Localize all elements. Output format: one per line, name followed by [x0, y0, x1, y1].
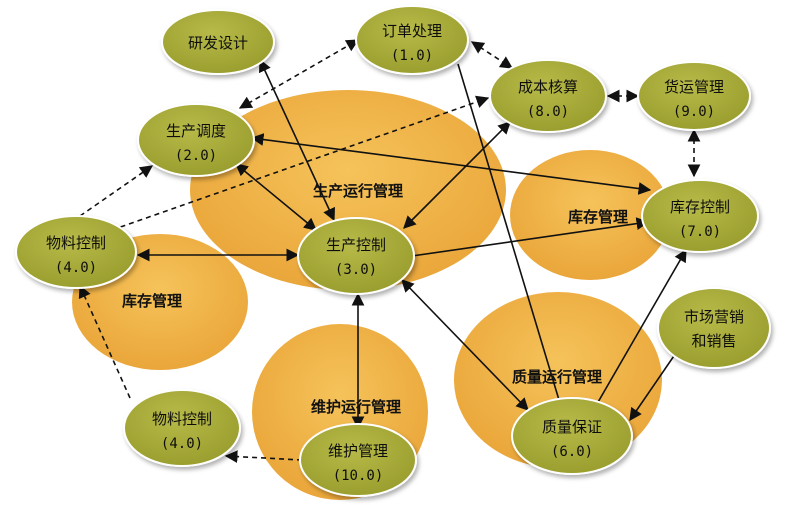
arrow-prodcontrol-cost [403, 121, 511, 229]
arrow-inventory-quality [589, 248, 687, 418]
node-number: (6.0) [551, 444, 593, 460]
node-label: 成本核算 [518, 78, 578, 96]
node-quality-assurance[interactable]: 质量保证 (6.0) [511, 397, 633, 475]
arrow-scheduling-prodcontrol [235, 163, 317, 231]
node-number: (4.0) [55, 260, 97, 276]
node-label: 研发设计 [188, 34, 248, 52]
zone-label-quality-ops: 质量运行管理 [512, 368, 602, 386]
arrow-material-scheduling [79, 165, 154, 217]
arrow-marketing-quality [629, 349, 679, 422]
node-production-control[interactable]: 生产控制 (3.0) [297, 217, 415, 295]
node-label: 维护管理 [328, 442, 388, 460]
node-order-processing[interactable]: 订单处理 (1.0) [355, 5, 469, 75]
arrow-material-bottom-top [78, 284, 131, 399]
node-number: (9.0) [673, 104, 715, 120]
zone-label-warehouse-left: 库存管理 [122, 292, 182, 310]
arrow-prodcontrol-inventory [411, 217, 650, 257]
node-inventory-control[interactable]: 库存控制 (7.0) [641, 179, 759, 253]
node-number: (3.0) [335, 262, 377, 278]
node-number: (8.0) [527, 104, 569, 120]
node-freight-management[interactable]: 货运管理 (9.0) [637, 61, 751, 131]
node-label: 库存控制 [670, 198, 730, 216]
node-label: 市场营销 [684, 308, 744, 326]
node-maintenance-management[interactable]: 维护管理 (10.0) [299, 423, 417, 497]
node-marketing-sales[interactable]: 市场营销 和销售 [657, 287, 771, 369]
node-label-line2: 和销售 [691, 332, 736, 350]
node-production-scheduling[interactable]: 生产调度 (2.0) [137, 103, 255, 177]
node-label: 生产控制 [326, 236, 386, 254]
zone-label-maintenance-ops: 维护运行管理 [311, 398, 401, 416]
node-label: 订单处理 [382, 22, 442, 40]
node-number: (2.0) [175, 148, 217, 164]
node-label: 物料控制 [46, 234, 106, 252]
node-number: (7.0) [679, 224, 721, 240]
node-label: 货运管理 [664, 78, 724, 96]
node-number: (1.0) [391, 48, 433, 64]
node-label: 质量保证 [542, 418, 602, 436]
arrow-order-quality [457, 63, 565, 412]
zone-label-warehouse-right: 库存管理 [568, 208, 628, 226]
node-rnd-design[interactable]: 研发设计 [161, 9, 275, 75]
node-material-control-bottom[interactable]: 物料控制 (4.0) [123, 389, 241, 467]
arrow-prodcontrol-quality [401, 279, 529, 411]
node-number: (4.0) [161, 436, 203, 452]
node-label: 物料控制 [152, 410, 212, 428]
arrow-order-cost [470, 41, 514, 69]
node-material-control-top[interactable]: 物料控制 (4.0) [15, 215, 137, 289]
zone-label-production-ops: 生产运行管理 [313, 182, 403, 200]
node-cost-accounting[interactable]: 成本核算 (8.0) [489, 59, 607, 133]
node-label: 生产调度 [166, 122, 226, 140]
connectors [78, 39, 701, 463]
arrow-maintenance-material [224, 450, 303, 463]
node-number: (10.0) [333, 468, 384, 484]
